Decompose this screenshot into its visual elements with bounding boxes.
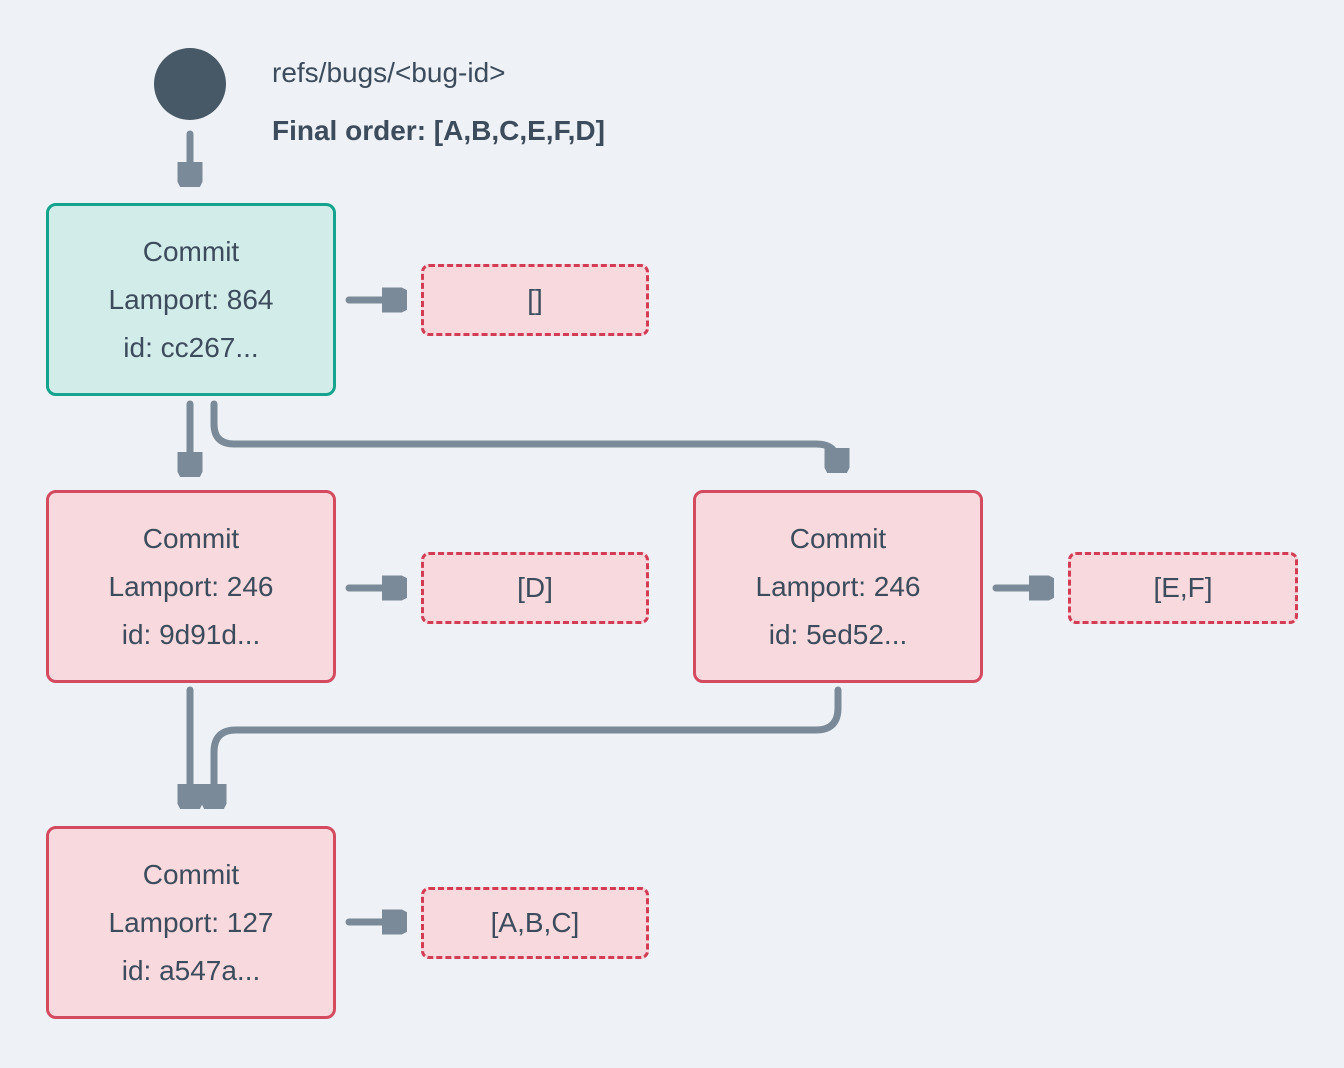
- commit-id: id: 9d91d...: [121, 618, 261, 650]
- commit-node-root: Commit Lamport: 864 id: cc267...: [46, 203, 336, 396]
- commit-node-merge: Commit Lamport: 127 id: a547a...: [46, 826, 336, 1019]
- ops-node-empty: []: [421, 264, 649, 336]
- final-order-label: Final order: [A,B,C,E,F,D]: [272, 115, 605, 146]
- commit-title: Commit: [142, 858, 240, 890]
- ref-name-label: refs/bugs/<bug-id>: [272, 57, 506, 88]
- arrow-right-to-merge-commit: [214, 686, 842, 804]
- ops-value: [E,F]: [1153, 572, 1213, 603]
- commit-lamport: Lamport: 246: [108, 570, 274, 602]
- commit-title: Commit: [142, 522, 240, 554]
- commit-node-right: Commit Lamport: 246 id: 5ed52...: [693, 490, 983, 683]
- ops-value: [A,B,C]: [490, 907, 580, 938]
- commit-lamport: Lamport: 127: [108, 906, 274, 938]
- arrow-root-to-right-commit: [210, 400, 837, 468]
- commit-lamport: Lamport: 246: [755, 570, 921, 602]
- ops-node-ef: [E,F]: [1068, 552, 1298, 624]
- commit-title: Commit: [789, 522, 887, 554]
- commit-node-left: Commit Lamport: 246 id: 9d91d...: [46, 490, 336, 683]
- commit-id: id: 5ed52...: [768, 618, 908, 650]
- commit-title: Commit: [142, 235, 240, 267]
- ops-node-d: [D]: [421, 552, 649, 624]
- commit-id: id: a547a...: [121, 954, 261, 986]
- commit-id: id: cc267...: [123, 331, 259, 363]
- ops-node-abc: [A,B,C]: [421, 887, 649, 959]
- ref-node-circle: [154, 48, 226, 120]
- commit-lamport: Lamport: 864: [108, 283, 274, 315]
- ops-value: [D]: [517, 572, 553, 603]
- ops-value: []: [527, 284, 543, 315]
